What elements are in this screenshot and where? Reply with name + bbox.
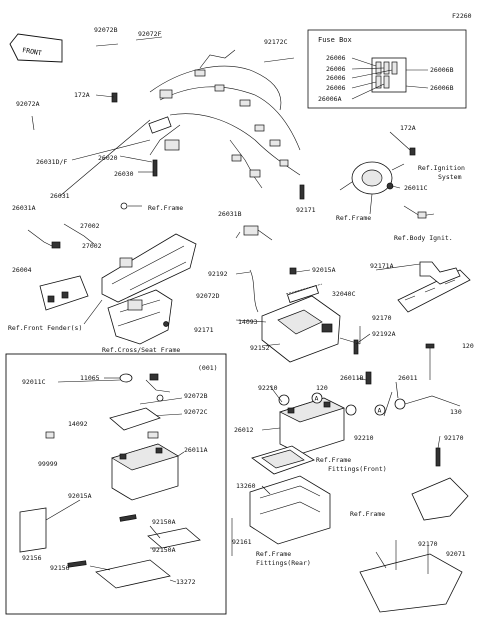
frame-fitting-center [231,475,331,556]
part-label: 92072B [94,26,118,34]
part-label: Ref.Frame [316,456,351,464]
part-label: 92156 [22,554,42,562]
front-arrow-badge: FRONT [9,33,63,63]
part-label: 92156 [50,564,70,572]
part-label: 92150A [152,518,176,526]
part-label: 172A [400,124,416,132]
part-label: 26031D/F [36,158,67,166]
part-label: 92072D [196,292,220,300]
part-label: Ref.Frame [336,214,371,222]
part-label: 26020 [98,154,118,162]
part-label: Fittings(Rear) [256,559,311,567]
battery-tray [251,445,315,475]
part-label: 26031A [12,204,36,212]
front-label: FRONT [22,46,43,57]
part-label: 172A [74,91,90,99]
callout-a: A [315,395,319,403]
part-label: Ref.Frame [350,510,385,518]
inset-ref: (001) [198,364,218,372]
part-label: 130 [450,408,462,416]
part-label: 26031 [50,192,70,200]
part-label: Ref.Frame [256,550,291,558]
part-label: Ref.Cross/Seat Frame [102,346,180,354]
part-label: Fittings(Front) [328,465,387,473]
part-label: 92072C [184,408,208,416]
part-label: System [438,173,462,181]
holder-bolts [365,343,461,417]
fuse-label: 26006 [326,84,346,92]
front-bracket [27,223,197,311]
diagram-code: F2260 [452,12,472,20]
part-label: 92071 [446,550,466,558]
part-label: 92210 [354,434,374,442]
fuse-label: 26006B [430,84,454,92]
ignition-unit [339,161,405,215]
part-label: 11065 [80,374,100,382]
part-label: 120 [316,384,328,392]
part-label: Ref.Ignition [418,164,465,172]
part-label: 14093 [238,318,258,326]
part-label: 27002 [80,222,100,230]
part-label: 92170 [372,314,392,322]
part-label: 92015A [312,266,336,274]
part-label: 92072A [16,100,40,108]
part-label: 26012 [234,426,254,434]
fuse-label: 26006A [318,95,342,103]
part-labels: 92072B 92072F 92172C 92072A 172A 26031D/… [8,26,474,567]
part-label: 92170 [444,434,464,442]
part-label: 26011A [184,446,208,454]
part-label: 92171 [194,326,214,334]
part-label: 92072B [184,392,208,400]
fuse-label: 26006 [326,54,346,62]
part-label: Ref.Body Ignit. [394,234,453,242]
frame-fittings-rear-plate [359,540,463,613]
wiring-harness [148,49,301,189]
fuse-box-title: Fuse Box [318,36,352,44]
frame-fittings-front-plate [411,447,469,521]
part-label: Ref.Front Fender(s) [8,324,82,332]
part-label: 92170 [418,540,438,548]
fuse-label: 26006 [326,65,346,73]
part-label: 13260 [236,482,256,490]
fuse-box-inset: Fuse Box 26006 26006 26006 26006 26006A … [307,29,467,109]
part-label: 92011C [22,378,46,386]
part-label: Ref.Frame [148,204,183,212]
fuse-label: 26006B [430,66,454,74]
part-label: 92172C [264,38,288,46]
leader-lines [59,94,441,495]
part-label: 26011B [340,374,364,382]
part-label: 92192A [372,330,396,338]
battery [278,394,357,455]
battery-holder [261,295,361,363]
upper-fasteners [31,36,416,210]
cross-seat-frame [107,289,173,345]
part-label: 92015A [68,492,92,500]
part-label: 27002 [82,242,102,250]
part-label: 13272 [176,578,196,586]
part-label: 14092 [68,420,88,428]
part-label: 92171A [370,262,394,270]
part-label: 26011C [404,184,428,192]
part-label: 32040C [332,290,356,298]
part-label: 92152 [250,344,270,352]
battery-inset: (001) 92011C 11065 92072B 92072C 14092 2… [5,353,227,615]
mid-right-parts [235,205,435,313]
part-label: 26011 [398,374,418,382]
part-label: 26031B [218,210,242,218]
part-label: 26030 [114,170,134,178]
part-label: 92210 [258,384,278,392]
part-label: 92192 [208,270,228,278]
part-label: 92150A [152,546,176,554]
callout-a: A [378,407,382,415]
fuse-label: 26006 [326,74,346,82]
part-label: 26004 [12,266,32,274]
part-label: 92171 [296,206,316,214]
part-label: 92072F [138,30,162,38]
part-label: 99999 [38,460,58,468]
part-label: 92161 [232,538,252,546]
part-label: 120 [462,342,474,350]
right-bracket [397,261,471,313]
